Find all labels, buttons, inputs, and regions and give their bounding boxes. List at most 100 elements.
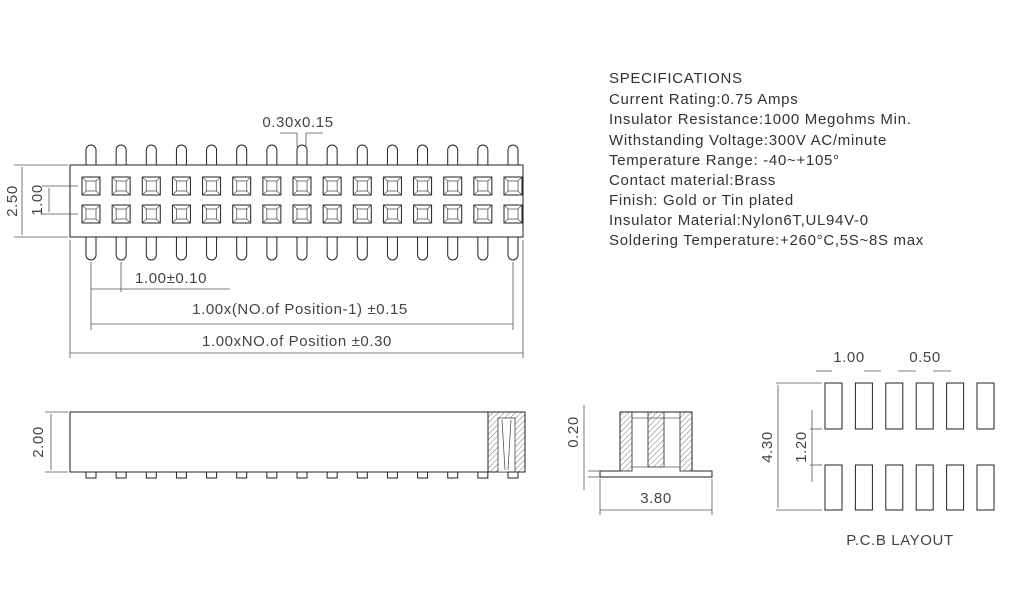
dim-row-pitch: 1.00 <box>29 184 46 216</box>
pin-lead-bottom <box>447 237 459 261</box>
dim-overall-length: 1.00xNO.of Position ±0.30 <box>202 333 392 350</box>
contact-chamfer <box>383 204 402 224</box>
pcb-pad-bottom <box>976 464 995 511</box>
pcb-pad-bottom <box>854 464 873 511</box>
contact-chamfer <box>322 204 342 224</box>
contact-opening-inner <box>236 208 248 220</box>
solder-tail <box>175 471 187 479</box>
contact-chamfer <box>172 176 191 196</box>
pin-leads <box>85 144 519 261</box>
pcb-pad-bottom <box>885 464 904 511</box>
spec-line: Temperature Range: -40~+105° <box>609 152 840 169</box>
contact-opening <box>382 176 402 196</box>
dim-pad-width: 0.50 <box>909 349 941 366</box>
pin-lead-bottom <box>296 237 308 261</box>
pin-lead-bottom <box>417 237 429 261</box>
contact-chamfer <box>503 176 523 196</box>
pin-lead-bottom <box>175 237 187 261</box>
contact-opening-inner <box>507 208 519 220</box>
dim-side-height: 2.00 <box>30 426 47 458</box>
pin-lead-bottom <box>356 237 368 261</box>
contact-opening <box>81 204 101 224</box>
contact-opening <box>473 176 493 196</box>
contact-chamfer <box>353 176 372 196</box>
solder-tail <box>417 471 429 479</box>
contact-chamfer <box>443 176 462 196</box>
contact-opening-inner <box>387 180 398 192</box>
contact-chamfer <box>473 176 493 196</box>
contact-chamfer <box>202 176 221 196</box>
contact-chamfer <box>353 204 372 224</box>
contact-opening-inner <box>145 208 157 220</box>
side-view: 2.00 <box>30 411 526 479</box>
pin-lead-top <box>266 144 278 165</box>
contact-opening <box>292 176 312 196</box>
contact-opening <box>81 176 101 196</box>
contact-chamfer <box>111 204 131 224</box>
specifications-title: SPECIFICATIONS <box>609 70 743 87</box>
contact-opening-inner <box>266 208 278 220</box>
contact-openings <box>81 176 523 224</box>
contact-opening <box>473 204 493 224</box>
contact-chamfer <box>111 176 131 196</box>
contact-chamfer <box>81 204 101 224</box>
contact-chamfer <box>202 204 221 224</box>
contact-chamfer <box>142 176 161 196</box>
pin-lead-top <box>477 144 489 165</box>
contact-chamfer <box>292 176 312 196</box>
contact-opening-inner <box>477 208 489 220</box>
spec-line: Soldering Temperature:+260°C,5S~8S max <box>609 232 924 249</box>
dim-pitch: 1.00±0.10 <box>135 270 207 287</box>
pin-lead-top <box>206 144 218 165</box>
spec-line: Current Rating:0.75 Amps <box>609 91 798 108</box>
dim-height: 2.50 <box>4 185 21 217</box>
pin-lead-top <box>296 144 308 165</box>
solder-tail <box>145 471 157 479</box>
pin-lead-bottom <box>266 237 278 261</box>
contact-opening <box>352 204 372 224</box>
contact-chamfer <box>443 204 462 224</box>
contact-chamfer <box>292 204 312 224</box>
contact-opening <box>413 204 433 224</box>
solder-tail <box>356 471 368 479</box>
contact-opening <box>202 204 222 224</box>
contact-chamfer <box>232 176 251 196</box>
pin-lead-top <box>115 144 127 165</box>
contact-opening-inner <box>145 180 157 192</box>
pin-lead-bottom <box>477 237 489 261</box>
contact-opening-inner <box>296 180 308 192</box>
contact-chamfer <box>503 204 523 224</box>
pin-lead-top <box>145 144 157 165</box>
contact-opening-inner <box>417 208 428 220</box>
contact-chamfer <box>413 176 432 196</box>
solder-tail <box>236 471 248 479</box>
pcb-pads <box>824 382 995 511</box>
dim-pin-size: 0.30x0.15 <box>262 114 333 131</box>
solder-tail <box>507 471 519 479</box>
contact-opening-inner <box>507 180 519 192</box>
pin-lead-top <box>447 144 459 165</box>
contact-chamfer <box>383 176 402 196</box>
contact-opening <box>141 176 161 196</box>
contact-opening-inner <box>356 208 368 220</box>
contact-opening <box>322 176 342 196</box>
contact-opening <box>503 176 523 196</box>
solder-tail <box>85 471 97 479</box>
pcb-pad-top <box>946 382 965 430</box>
spec-line: Contact material:Brass <box>609 172 776 189</box>
contact-opening-inner <box>477 180 489 192</box>
contact-opening-inner <box>447 180 459 192</box>
pcb-pad-bottom <box>915 464 934 511</box>
pin-lead-top <box>85 144 97 165</box>
contact-opening <box>171 204 191 224</box>
pcb-layout-title: P.C.B LAYOUT <box>846 532 954 549</box>
contact-chamfer <box>232 204 251 224</box>
contact-opening <box>322 204 342 224</box>
pin-lead-top <box>326 144 338 165</box>
contact-opening <box>262 176 282 196</box>
pin-lead-top <box>507 144 519 165</box>
contact-opening-inner <box>356 180 368 192</box>
contact-chamfer <box>262 204 282 224</box>
contact-opening-inner <box>236 180 248 192</box>
contact-opening <box>171 176 191 196</box>
